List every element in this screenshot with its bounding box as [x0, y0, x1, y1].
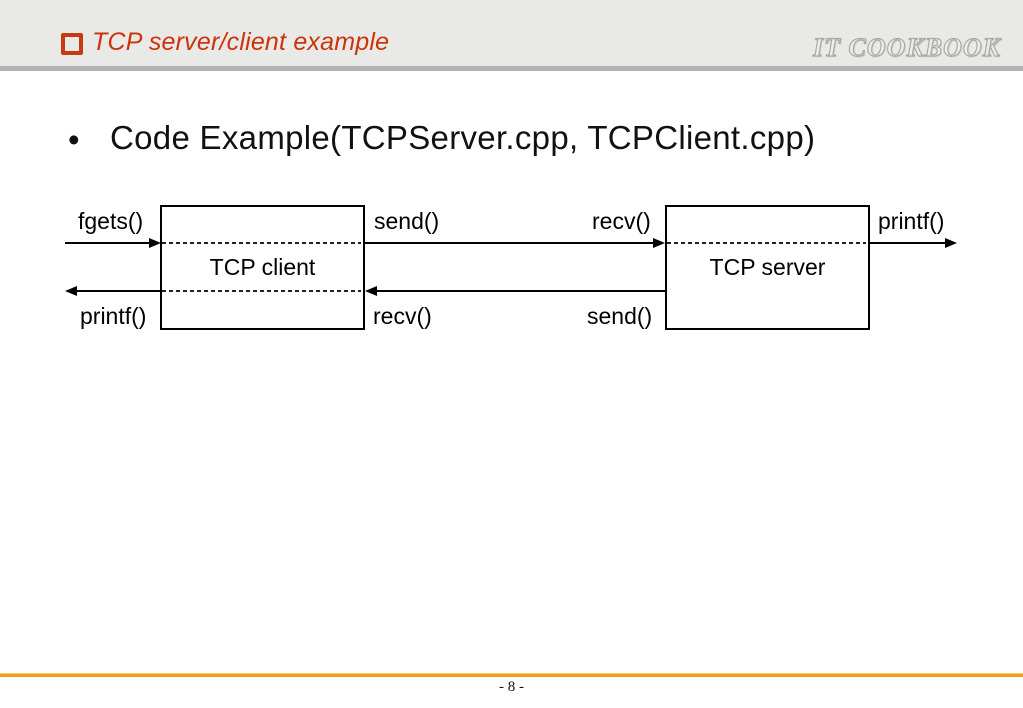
arrowhead-printf-out-left-icon [65, 286, 77, 296]
dashed-line-client-bottom [162, 290, 361, 292]
arrow-line-server-to-client [377, 290, 667, 292]
tcp-server-box: TCP server [665, 205, 870, 330]
label-recv-top: recv() [592, 208, 651, 234]
it-cookbook-logo: IT COOKBOOK [812, 32, 1001, 62]
label-send-top: send() [374, 208, 440, 234]
slide-heading: Code Example(TCPServer.cpp, TCPClient.cp… [110, 119, 816, 156]
page-number: - 8 - [499, 679, 524, 695]
label-fgets: fgets() [78, 208, 144, 234]
arrowhead-into-client-top-icon [149, 238, 161, 248]
dashed-line-client-top [162, 242, 361, 244]
footer-rule [0, 673, 1023, 677]
label-recv-bottom: recv() [373, 303, 432, 329]
bullet-icon: • [68, 121, 80, 158]
tcp-server-box-label: TCP server [709, 254, 826, 280]
label-send-bottom: send() [587, 303, 653, 329]
square-bullet-icon [61, 33, 83, 55]
arrow-line-client-to-server [363, 242, 654, 244]
tcp-client-box: TCP client [160, 205, 365, 330]
slide-title: TCP server/client example [92, 28, 390, 56]
tcp-client-box-label: TCP client [209, 254, 316, 280]
label-printf-top: printf() [878, 208, 945, 234]
arrow-line-fgets-to-client [65, 242, 150, 244]
arrowhead-into-client-bottom-icon [365, 286, 377, 296]
arrow-line-client-to-printf [76, 290, 162, 292]
arrowhead-printf-out-icon [945, 238, 957, 248]
arrowhead-into-server-top-icon [653, 238, 665, 248]
arrow-line-server-to-printf [868, 242, 946, 244]
header-bar: TCP server/client example IT COOKBOOK [0, 0, 1023, 71]
label-printf-bottom: printf() [80, 303, 147, 329]
dashed-line-server-top [667, 242, 866, 244]
